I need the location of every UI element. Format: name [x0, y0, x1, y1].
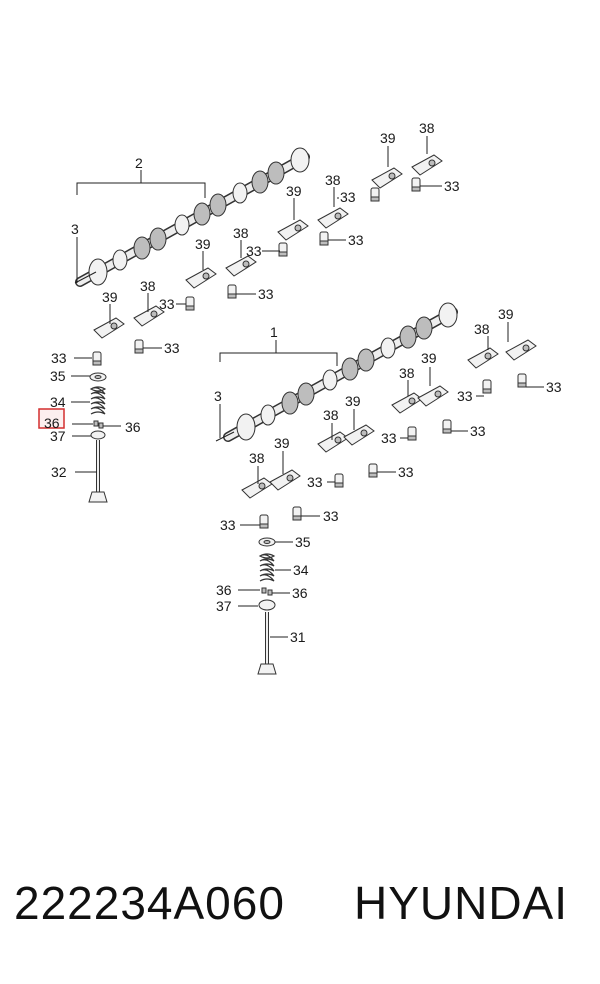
camshaft-2	[74, 148, 309, 285]
callout-35: 35	[295, 534, 311, 550]
callout-33: 33	[470, 423, 486, 439]
callout-33: 33	[444, 178, 460, 194]
rocker-group-upper-3: 39 38 33 33	[159, 225, 274, 312]
callout-39: 39	[498, 306, 514, 322]
callout-33: 33	[398, 464, 414, 480]
rocker-group-lower-4: 38 39 33 33	[220, 435, 339, 533]
callout-33: 33	[51, 350, 67, 366]
callout-3-lower: 3	[214, 388, 222, 438]
callout-38: 38	[474, 321, 490, 337]
callout-3-upper-label: 3	[71, 221, 79, 237]
callout-36: 36	[216, 582, 232, 598]
callout-38: 38	[419, 120, 435, 136]
callout-35: 35	[50, 368, 66, 384]
brand-name: HYUNDAI	[354, 877, 569, 929]
callout-3-lower-label: 3	[214, 388, 222, 404]
callout-36: 36	[292, 585, 308, 601]
camshaft-1	[215, 303, 457, 441]
callout-39: 39	[421, 350, 437, 366]
rocker-group-lower-1: 38 39 33 33	[457, 306, 562, 404]
rocker-group-upper-4: 39 38 33 33	[51, 278, 180, 366]
callout-39: 39	[195, 236, 211, 252]
part-number: 222234A060	[14, 877, 285, 929]
callout-33: 33	[546, 379, 562, 395]
callout-33: 33	[258, 286, 274, 302]
callout-36: 36	[125, 419, 141, 435]
callout-38: 38	[233, 225, 249, 241]
rocker-group-lower-3: 38 39 33 33	[307, 393, 414, 490]
rocker-group-upper-1: 39 38 33	[370, 120, 460, 202]
callout-33: 33	[307, 474, 323, 490]
callout-33: 33	[381, 430, 397, 446]
valve-right-callouts: 35 34 36 36 37 31	[216, 534, 311, 645]
callout-1: 1	[219, 324, 338, 366]
callout-38: 38	[140, 278, 156, 294]
callout-39: 39	[380, 130, 396, 146]
callout-33: 33	[220, 517, 236, 533]
callout-33: 33	[159, 296, 175, 312]
callout-36-highlighted: 36	[44, 415, 60, 431]
callout-33: 33	[340, 189, 356, 205]
callout-33: 33	[246, 243, 262, 259]
callout-31: 31	[290, 629, 306, 645]
callout-2-label: 2	[135, 155, 143, 171]
callout-33: 33	[348, 232, 364, 248]
callout-33: 33	[164, 340, 180, 356]
callout-33: 33	[323, 508, 339, 524]
callout-38: 38	[399, 365, 415, 381]
rocker-group-upper-2: 39 38 33 33 33	[246, 172, 364, 259]
callout-39: 39	[345, 393, 361, 409]
callout-37: 37	[50, 428, 66, 444]
callout-3-upper: 3	[71, 221, 79, 283]
valve-stack-left	[88, 372, 108, 503]
caption-bar: 222234A060 HYUNDAI	[0, 868, 600, 948]
callout-37: 37	[216, 598, 232, 614]
callout-39: 39	[102, 289, 118, 305]
callout-1-label: 1	[270, 324, 278, 340]
valve-stack-right	[257, 537, 277, 675]
rocker-group-lower-2: 38 39 33 33	[381, 350, 486, 446]
valve-left-callouts: 35 34 36 36 37 32	[38, 368, 141, 480]
callout-39: 39	[274, 435, 290, 451]
callout-34: 34	[50, 394, 66, 410]
callout-39: 39	[286, 183, 302, 199]
callout-38: 38	[323, 407, 339, 423]
callout-2: 2	[76, 155, 206, 198]
callout-33: 33	[457, 388, 473, 404]
callout-34: 34	[293, 562, 309, 578]
callout-38: 38	[325, 172, 341, 188]
callout-32: 32	[51, 464, 67, 480]
callout-38: 38	[249, 450, 265, 466]
highlight-box	[38, 408, 65, 429]
